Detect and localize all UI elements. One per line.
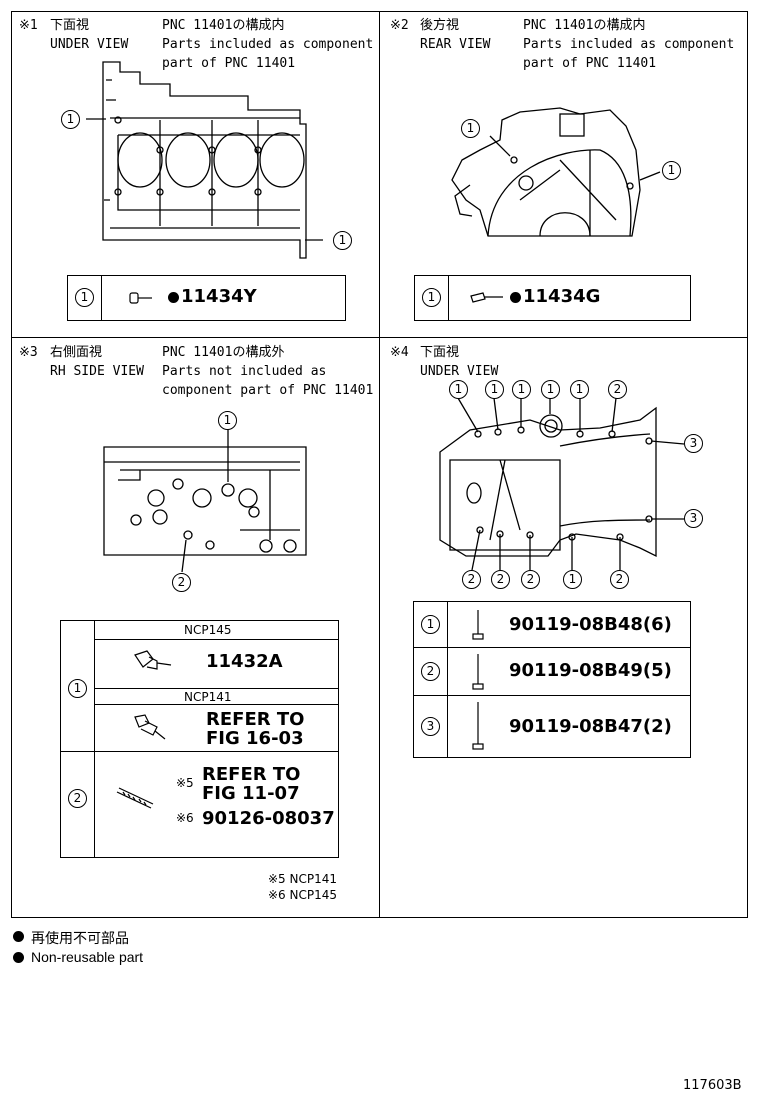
panel-4-callout-1f: 1 — [563, 570, 582, 589]
panel-1-table-num: 1 — [75, 288, 94, 307]
panel-4-title-en: UNDER VIEW — [420, 364, 499, 379]
panel-3-mark: ※3 — [19, 345, 38, 360]
panel-4-callout-2e: 2 — [610, 570, 629, 589]
panel-4-callout-2a: 2 — [608, 380, 627, 399]
panel-2-title-jp: 後方視 — [420, 18, 460, 33]
panel-4-callout-1a: 1 — [449, 380, 468, 399]
panel-4-part-row3: 90119-08B47(2) — [509, 716, 672, 737]
vertical-divider — [379, 11, 380, 918]
panel-3-note-en-2: component part of PNC 11401 — [162, 383, 374, 398]
engine-block-rh-side-view — [103, 428, 307, 573]
panel-3-refer-2-line-1: REFER TO — [202, 764, 301, 785]
panel-1-note-jp: PNC 11401の構成内 — [162, 18, 285, 33]
panel-3-part-90126: 90126-08037 — [202, 808, 335, 829]
engine-block-under-view — [86, 61, 323, 259]
panel-1-title-en: UNDER VIEW — [50, 37, 129, 52]
panel-4-table-row1-num: 1 — [421, 615, 440, 634]
legend-en: Non-reusable part — [31, 949, 144, 965]
panel-1-mark: ※1 — [19, 18, 38, 33]
panel-2-title-en: REAR VIEW — [420, 37, 491, 52]
panel-4-callout-1c: 1 — [512, 380, 531, 399]
panel-3-note-en-1: Parts not included as — [162, 364, 327, 379]
panel-3-footnote-5: ※5 NCP141 — [268, 872, 337, 886]
non-reusable-dot-icon — [13, 931, 24, 942]
panel-1-part-number: 11434Y — [181, 286, 257, 307]
panel-3-note-jp: PNC 11401の構成外 — [162, 345, 285, 360]
oil-pan-under-view — [439, 397, 685, 571]
panel-3-refer-2-line-2: FIG 11-07 — [202, 783, 300, 804]
panel-3-footnote-6: ※6 NCP145 — [268, 888, 337, 902]
panel-2-part-number: 11434G — [523, 286, 601, 307]
panel-4-callout-2d: 2 — [521, 570, 540, 589]
panel-4-title-jp: 下面視 — [420, 345, 460, 360]
panel-3-table-row1-num: 1 — [68, 679, 87, 698]
panel-3-part-11432a: 11432A — [206, 651, 283, 672]
panel-4-callout-2c: 2 — [491, 570, 510, 589]
panel-2-part-table: 1 11434G — [414, 275, 691, 321]
panel-3-callout-1: 1 — [218, 411, 237, 430]
panel-3-ncp145-label: NCP145 — [184, 623, 232, 637]
panel-1-callout-1a: 1 — [61, 110, 80, 129]
panel-4-table-row2-num: 2 — [421, 662, 440, 681]
bolt-short-icon — [472, 610, 484, 640]
panel-4-part-row1: 90119-08B48(6) — [509, 614, 672, 635]
panel-3-ncp141-label: NCP141 — [184, 690, 232, 704]
bolt-medium-icon — [472, 654, 484, 690]
panel-1-title-jp: 下面視 — [50, 18, 90, 33]
panel-3-table-row2-num: 2 — [68, 789, 87, 808]
panel-3-refer-1-line-2: FIG 16-03 — [206, 728, 304, 749]
panel-2-note-en-2: part of PNC 11401 — [523, 56, 657, 71]
panel-4-callout-1d: 1 — [541, 380, 560, 399]
panel-2-callout-1a: 1 — [461, 119, 480, 138]
panel-3-title-jp: 右側面視 — [50, 345, 103, 360]
non-reusable-dot-icon — [168, 292, 179, 303]
panel-3-callout-2: 2 — [172, 573, 191, 592]
panel-3-refer-1-line-1: REFER TO — [206, 709, 305, 730]
panel-1-note-en-2: part of PNC 11401 — [162, 56, 296, 71]
horizontal-divider — [11, 337, 748, 338]
legend-jp: 再使用不可部品 — [31, 930, 129, 946]
non-reusable-dot-icon — [13, 952, 24, 963]
panel-1-part-table: 1 11434Y — [67, 275, 346, 321]
panel-2-callout-1b: 1 — [662, 161, 681, 180]
bolt-long-icon — [472, 702, 484, 750]
panel-3-mark-5: ※5 — [176, 776, 194, 790]
panel-4-callout-3b: 3 — [684, 509, 703, 528]
plug-icon — [470, 292, 503, 303]
panel-4-part-row2: 90119-08B49(5) — [509, 660, 672, 681]
panel-4-callout-1b: 1 — [485, 380, 504, 399]
panel-2-note-jp: PNC 11401の構成内 — [523, 18, 646, 33]
plug-icon — [129, 292, 152, 304]
panel-4-callout-2b: 2 — [462, 570, 481, 589]
panel-4-callout-1e: 1 — [570, 380, 589, 399]
panel-2-table-num: 1 — [422, 288, 441, 307]
panel-3-part-table: 1 NCP145 11432A NCP141 REFER TO FIG 16-0… — [60, 620, 339, 858]
figure-number: 117603B — [683, 1078, 742, 1093]
panel-2-mark: ※2 — [390, 18, 409, 33]
panel-1-note-en-1: Parts included as component — [162, 37, 374, 52]
sensor-plug-icon — [134, 714, 166, 740]
sensor-plug-icon — [134, 650, 172, 670]
panel-3-mark-6: ※6 — [176, 811, 194, 825]
non-reusable-dot-icon — [510, 292, 521, 303]
panel-4-part-table: 1 90119-08B48(6) 2 90119-08B49(5) 3 9011… — [413, 601, 691, 758]
panel-1-callout-1b: 1 — [333, 231, 352, 250]
panel-2-note-en-1: Parts included as component — [523, 37, 735, 52]
panel-4-callout-3a: 3 — [684, 434, 703, 453]
engine-block-rear-view — [451, 107, 661, 237]
panel-4-table-row3-num: 3 — [421, 717, 440, 736]
panel-3-title-en: RH SIDE VIEW — [50, 364, 144, 379]
stud-bolt-icon — [116, 787, 154, 809]
panel-4-mark: ※4 — [390, 345, 409, 360]
